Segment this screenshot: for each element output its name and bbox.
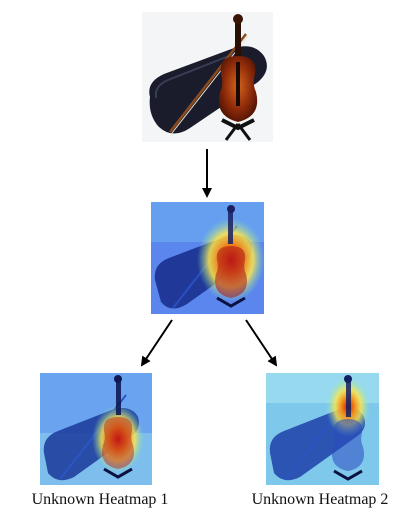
left-heatmap-image: [40, 373, 152, 485]
arrow-center-to-right: [245, 319, 278, 367]
left-heatmap-caption: Unknown Heatmap 1: [31, 491, 169, 508]
original-violin-image: [142, 12, 273, 142]
center-heatmap-image: [151, 202, 264, 314]
violin-heatmap-icon: [266, 373, 379, 485]
arrow-center-to-left: [140, 319, 173, 367]
right-heatmap-caption: Unknown Heatmap 2: [251, 491, 389, 508]
violin-heatmap-icon: [151, 202, 264, 314]
violin-photo-icon: [142, 12, 273, 142]
right-heatmap-image: [266, 373, 379, 485]
violin-heatmap-icon: [40, 373, 152, 485]
